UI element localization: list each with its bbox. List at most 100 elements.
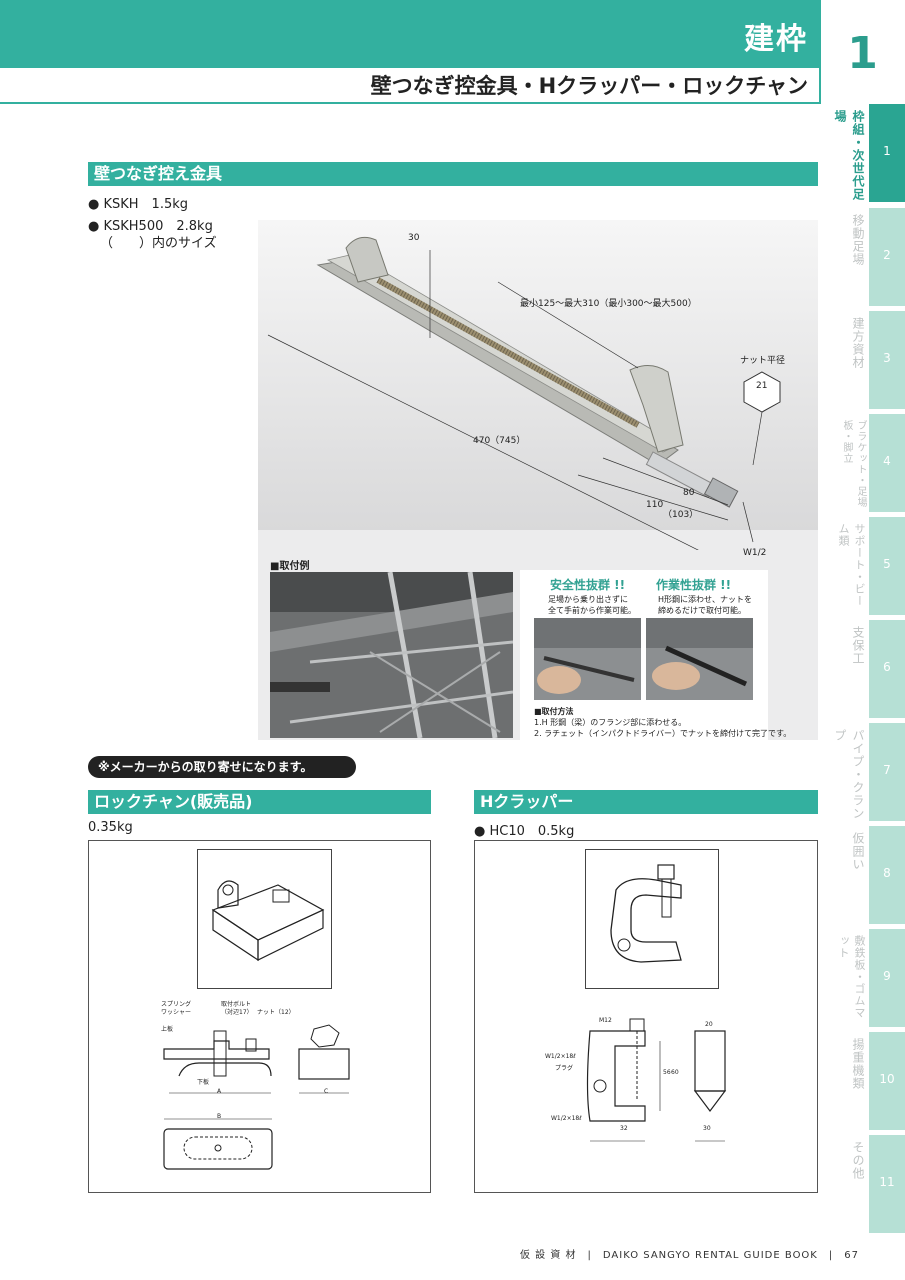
dim-30: 30: [408, 233, 420, 243]
sidebar-item-number: 2: [883, 248, 891, 262]
dim-line-110: [577, 474, 729, 521]
label-w1: W1/2×18ℓ: [545, 1053, 576, 1060]
sidebar-item-label: 枠組・次世代足場: [833, 110, 865, 201]
label-30: 30: [703, 1125, 711, 1132]
category-title: 建枠: [744, 22, 808, 57]
sidebar-item-number: 9: [883, 969, 891, 983]
nut-hex-callout: [743, 371, 781, 413]
dim-103: （103）: [663, 510, 699, 520]
label-a: A: [217, 1088, 222, 1095]
method-step-1: 1.H 形鋼（梁）のフランジ部に添わせる。: [534, 718, 687, 727]
sidebar-item-8[interactable]: 仮囲い 8: [835, 826, 905, 924]
sidebar-tab: [869, 208, 905, 306]
hclapper-drawing-box: M12 W1/2×18ℓ プラグ W1/2×18ℓ 32 20 30 56 60: [474, 840, 818, 1193]
leader-nut: [752, 411, 763, 466]
installation-photo-graphic: [270, 572, 513, 738]
sidebar-item-7[interactable]: パイプ・クランプ 7: [833, 723, 905, 821]
sidebar-item-number: 5: [883, 557, 891, 571]
sidebar-item-number: 8: [883, 866, 891, 880]
dim-line-range: [497, 281, 639, 369]
sidebar-tab: [869, 311, 905, 409]
safety-photo: [534, 618, 641, 700]
section-heading-lockchan: ロックチャン(販売品): [88, 790, 431, 814]
label-60: 60: [671, 1069, 679, 1076]
label-nut: ナット（12）: [257, 1009, 295, 1016]
hclapper-iso-view: [585, 849, 719, 989]
chapter-number: 1: [847, 28, 878, 79]
sidebar-item-label: その他: [851, 1141, 865, 1180]
page-footer: 仮 設 資 材 | DAIKO SANGYO RENTAL GUIDE BOOK…: [520, 1250, 859, 1261]
work-line-2: 締めるだけで取付可能。: [658, 606, 746, 615]
dim-110: 110: [646, 500, 664, 510]
sidebar-tab: [869, 1135, 905, 1233]
spec-kskh500: ● KSKH500 2.8kg: [88, 219, 213, 234]
sidebar-item-number: 3: [883, 351, 891, 365]
label-b: B: [217, 1113, 222, 1120]
fixed-jaw: [345, 236, 389, 283]
dim-80: 80: [683, 488, 695, 498]
section-heading-hclapper: Hクラッパー: [474, 790, 818, 814]
example-label: ■取付例: [270, 561, 310, 572]
feature-panel: 安全性抜群 !! 足場から乗り出さずに 全て手前から作業可能。 作業性抜群 !!…: [520, 570, 791, 740]
header-rule: [0, 102, 820, 104]
sidebar-item-label: 仮囲い: [851, 832, 865, 871]
work-photo: [646, 618, 753, 700]
sidebar-item-2[interactable]: 移動足場 2: [835, 208, 905, 306]
sidebar-item-5[interactable]: サポート・ビーム類 5: [835, 517, 905, 615]
sidebar-tab: [869, 517, 905, 615]
sidebar-item-number: 7: [883, 763, 891, 777]
label-washer: ワッシャー: [161, 1009, 192, 1016]
sidebar-tab: [869, 414, 905, 512]
sidebar-item-label: ブラケット・足場板・脚立: [841, 420, 866, 508]
method-step-2: 2. ラチェット（インパクトドライバー）でナットを締付けて完了です。: [534, 729, 792, 738]
dim-nut: 21: [756, 381, 768, 391]
dim-length: 470（745）: [473, 436, 526, 446]
sidebar-tab: [869, 826, 905, 924]
label-spring: スプリング: [161, 1001, 192, 1008]
sidebar-item-number: 6: [883, 660, 891, 674]
order-note-badge: ※メーカーからの取り寄せになります。: [88, 756, 356, 778]
sidebar-item-label: 敷鉄板・ゴムマット: [837, 935, 866, 1019]
sidebar-item-4[interactable]: ブラケット・足場板・脚立 4: [835, 414, 905, 512]
sidebar-item-number: 10: [879, 1072, 895, 1086]
dim-range: 最小125～最大310（最小300～最大500）: [520, 299, 697, 309]
spec-note-size: （ ）内のサイズ: [100, 236, 217, 251]
lockchan-drawing-box: スプリング ワッシャー 取付ボルト （対辺17） ナット（12） 上板 下板 A…: [88, 840, 431, 1193]
sidebar-item-11[interactable]: その他 11: [835, 1135, 905, 1233]
label-20: 20: [705, 1021, 713, 1028]
header-divider: [819, 0, 821, 104]
lockchan-iso-view: [197, 849, 332, 989]
label-w2: W1/2×18ℓ: [551, 1115, 582, 1122]
sidebar-item-6[interactable]: 支保工 6: [835, 620, 905, 718]
work-title: 作業性抜群 !!: [656, 578, 732, 592]
sidebar-item-number: 4: [883, 454, 891, 468]
label-plug: プラグ: [555, 1065, 574, 1072]
wall-tie-drawing: [267, 236, 781, 550]
sidebar-tab: [869, 104, 905, 202]
work-line-1: H形鋼に添わせ、ナットを: [658, 595, 753, 604]
sidebar-item-number: 11: [879, 1175, 895, 1189]
page-subtitle: 壁つなぎ控金具・Hクラッパー・ロックチャン: [370, 74, 808, 98]
safety-line-2: 全て手前から作業可能。: [548, 606, 636, 615]
bolt-shaft: [645, 451, 716, 498]
dim-line-length: [267, 334, 699, 550]
label-upper-plate: 上板: [161, 1026, 174, 1033]
leader-thread: [742, 501, 754, 543]
sidebar-item-9[interactable]: 敷鉄板・ゴムマット 9: [835, 929, 905, 1027]
dim-line-80: [602, 457, 729, 506]
label-m12: M12: [599, 1017, 612, 1024]
sidebar-item-label: パイプ・クランプ: [833, 729, 865, 820]
label-lower-plate: 下板: [197, 1079, 210, 1086]
lockchan-section-drawing: [163, 1024, 350, 1170]
dim-nut-label: ナット平径: [740, 356, 786, 366]
section-heading-wall-tie: 壁つなぎ控え金具: [88, 162, 818, 186]
sidebar-item-label: サポート・ビーム類: [837, 523, 866, 607]
threaded-rod: [376, 277, 640, 428]
installation-photo: [270, 572, 513, 738]
safety-line-1: 足場から乗り出さずに: [548, 595, 628, 604]
sidebar-item-label: 移動足場: [851, 214, 865, 266]
sidebar-item-label: 支保工: [851, 626, 865, 665]
